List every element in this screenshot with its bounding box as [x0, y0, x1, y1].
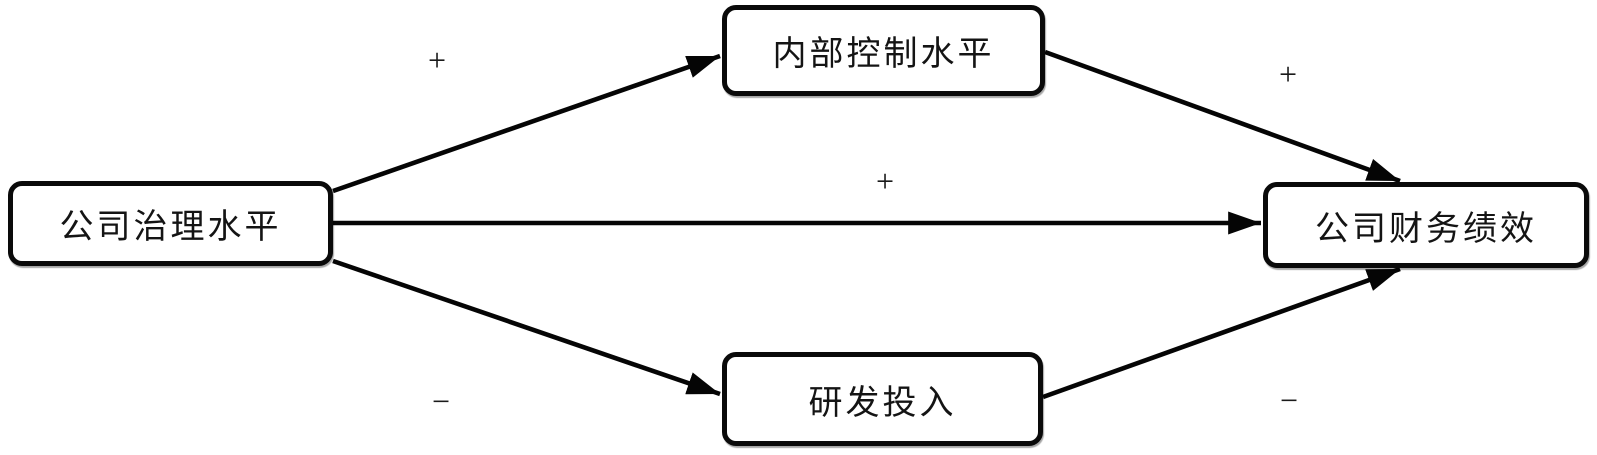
node-rnd-investment: 研发投入: [722, 352, 1043, 446]
node-financial-performance: 公司财务绩效: [1263, 182, 1589, 268]
arrow-governance-to-rnd: [332, 258, 721, 397]
arrow-internal-control-to-performance: [1044, 49, 1401, 184]
edge-sign-governance-to-internal-control: +: [427, 42, 447, 78]
node-internal-control: 内部控制水平: [722, 5, 1045, 96]
node-rnd-investment-label: 研发投入: [808, 384, 957, 422]
edge-sign-governance-to-rnd: −: [431, 383, 451, 419]
node-corporate-governance: 公司治理水平: [8, 181, 333, 266]
edge-sign-governance-to-performance: +: [875, 163, 895, 199]
edge-sign-rnd-to-performance: −: [1279, 382, 1299, 418]
node-internal-control-label: 内部控制水平: [772, 36, 995, 73]
arrow-rnd-to-performance: [1042, 266, 1401, 400]
arrow-governance-to-internal-control: [332, 53, 721, 194]
node-corporate-governance-label: 公司治理水平: [59, 209, 282, 246]
node-financial-performance-label: 公司财务绩效: [1315, 210, 1537, 248]
edge-sign-internal-control-to-performance: +: [1278, 56, 1298, 92]
